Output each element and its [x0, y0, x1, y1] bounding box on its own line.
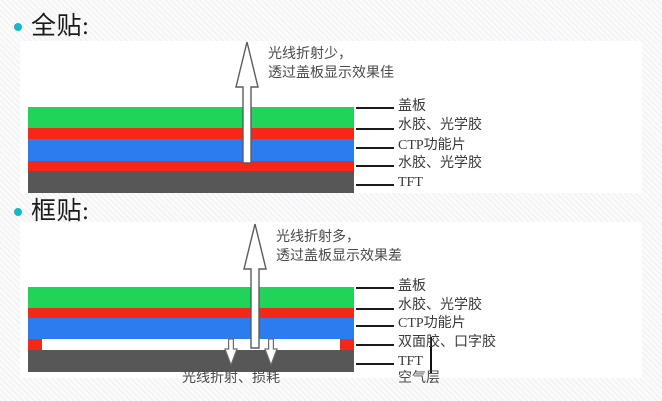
- leader-line-optical-glue-top: [356, 308, 394, 310]
- layer-label-optical-glue-top: 水胶、光学胶: [398, 298, 482, 313]
- layer-ctp-film: [28, 139, 354, 161]
- section-heading-frame-lamination: 框贴:: [14, 199, 89, 224]
- section-heading-full-lamination: 全贴:: [14, 14, 89, 39]
- layer-cover-plate: [28, 287, 354, 308]
- leader-line-tft-panel: [356, 363, 394, 365]
- layer-label-ctp-film: CTP功能片: [398, 138, 466, 153]
- up-arrow-icon: [235, 41, 259, 164]
- frame-adhesive-left: [28, 339, 42, 350]
- leader-line-frame-adhesive: [356, 344, 394, 346]
- leader-line-ctp-film: [356, 147, 394, 149]
- callout-frame-lamination: 光线折射多， 透过盖板显示效果差: [276, 228, 402, 266]
- up-arrow-icon: [243, 223, 267, 349]
- layer-label-ctp-film: CTP功能片: [398, 316, 466, 331]
- air-layer-note: 空气层: [398, 371, 440, 386]
- leader-line-ctp-film: [356, 325, 394, 327]
- layer-label-optical-glue-top: 水胶、光学胶: [398, 118, 482, 133]
- bullet-dot-icon: [14, 207, 22, 216]
- down-arrow-icon: [224, 338, 238, 366]
- callout-line-2: 透过盖板显示效果差: [276, 249, 402, 264]
- layer-air-gap: [28, 339, 354, 350]
- frame-adhesive-right: [340, 339, 354, 350]
- leader-line-cover-plate: [356, 287, 394, 289]
- layer-label-optical-glue-bottom: 水胶、光学胶: [398, 156, 482, 171]
- leader-line-cover-plate: [356, 107, 394, 109]
- layer-label-tft-panel: TFT: [398, 175, 423, 190]
- layer-label-cover-plate: 盖板: [398, 279, 426, 294]
- layer-cover-plate: [28, 107, 354, 128]
- callout-line-1: 光线折射少，: [268, 47, 352, 62]
- layer-optical-glue-top: [28, 308, 354, 318]
- section-heading-label: 全贴:: [31, 13, 90, 40]
- pointer-line-icon: [430, 337, 432, 373]
- down-arrow-icon: [264, 338, 278, 366]
- layer-tft-panel: [28, 171, 354, 193]
- bullet-dot-icon: [14, 22, 22, 31]
- layer-tft-panel: [28, 350, 354, 372]
- callout-full-lamination: 光线折射少， 透过盖板显示效果佳: [268, 45, 394, 83]
- leader-line-tft-panel: [356, 184, 394, 186]
- layer-stack-full-lamination: [28, 107, 354, 193]
- layer-optical-glue-bottom: [28, 161, 354, 171]
- layer-label-tft-panel: TFT: [398, 354, 423, 369]
- layer-optical-glue-top: [28, 128, 354, 139]
- layer-stack-frame-lamination: [28, 287, 354, 372]
- leader-line-optical-glue-bottom: [356, 165, 394, 167]
- callout-line-2: 透过盖板显示效果佳: [268, 66, 394, 81]
- layer-ctp-film: [28, 318, 354, 339]
- section-heading-label: 框贴:: [31, 198, 90, 225]
- layer-label-frame-adhesive: 双面胶、口字胶: [398, 335, 496, 350]
- layer-label-cover-plate: 盖板: [398, 99, 426, 114]
- callout-line-1: 光线折射多，: [276, 230, 360, 245]
- leader-line-optical-glue-top: [356, 128, 394, 130]
- refraction-loss-note: 光线折射、损耗: [182, 371, 280, 386]
